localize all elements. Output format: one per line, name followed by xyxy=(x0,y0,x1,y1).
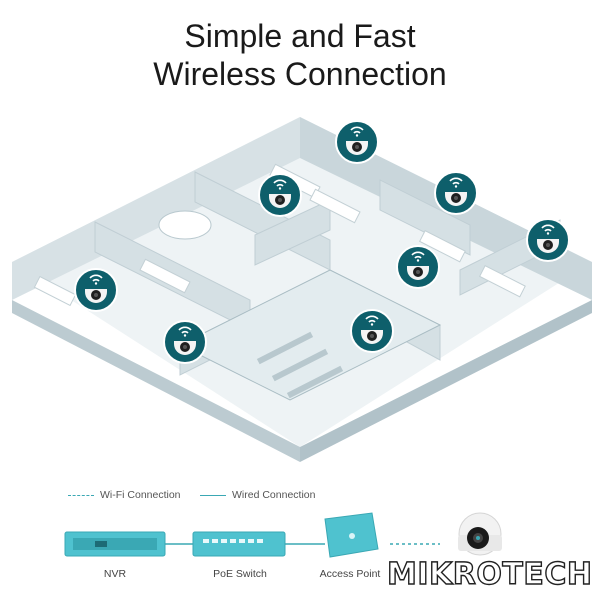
poe-switch-device xyxy=(192,531,286,557)
camera-icon xyxy=(526,218,570,262)
legend-wired: Wired Connection xyxy=(200,489,315,501)
camera-icon xyxy=(350,309,394,353)
wired-line-sample xyxy=(200,494,226,496)
access-point-label: Access Point xyxy=(319,568,381,580)
legend-wifi: Wi-Fi Connection xyxy=(68,489,181,501)
camera-icon xyxy=(74,268,118,312)
legend-wired-label: Wired Connection xyxy=(232,489,316,501)
topology-diagram xyxy=(64,512,502,558)
camera-device xyxy=(458,512,502,556)
access-point-ceiling xyxy=(158,210,212,240)
page-title-line2: Wireless Connection xyxy=(153,56,447,92)
nvr-label: NVR xyxy=(103,568,127,580)
watermark-logo: MIKROTECH xyxy=(386,556,593,592)
camera-icon xyxy=(434,171,478,215)
page-title-line1: Simple and Fast xyxy=(184,18,416,54)
office-illustration xyxy=(12,117,592,462)
camera-icon xyxy=(396,245,440,289)
legend-wifi-label: Wi-Fi Connection xyxy=(100,489,181,501)
camera-icon xyxy=(258,173,302,217)
camera-icon xyxy=(335,120,379,164)
wifi-line-sample xyxy=(68,494,94,496)
camera-icon xyxy=(163,320,207,364)
poe-switch-label: PoE Switch xyxy=(213,568,267,580)
wall-left xyxy=(12,117,300,300)
